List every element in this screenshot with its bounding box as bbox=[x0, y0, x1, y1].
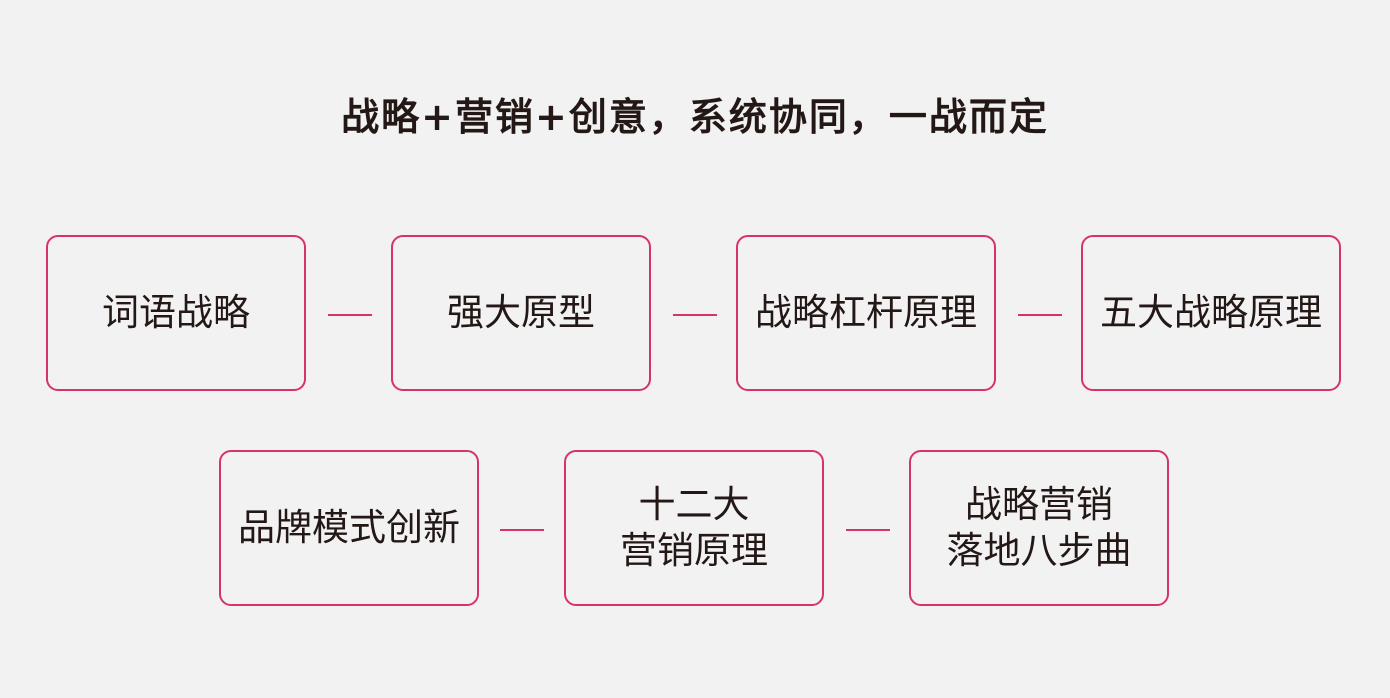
box-label-line-1: 战略营销 bbox=[965, 483, 1113, 526]
box-zhanlue-ganggan: 战略杠杆原理 bbox=[736, 235, 996, 391]
box-shier-yingxiao: 十二大 营销原理 bbox=[564, 450, 824, 606]
box-qiangda-yuanxing: 强大原型 bbox=[391, 235, 651, 391]
connector-line bbox=[846, 529, 890, 531]
box-label-line-2: 营销原理 bbox=[620, 529, 768, 572]
box-ciyu-zhanlue: 词语战略 bbox=[46, 235, 306, 391]
page-title: 战略+营销+创意，系统协同，一战而定 bbox=[341, 95, 1049, 139]
connector-line bbox=[1018, 314, 1062, 316]
box-pinpai-moshi: 品牌模式创新 bbox=[219, 450, 479, 606]
box-label-line-1: 十二大 bbox=[638, 483, 750, 526]
box-label: 战略杠杆原理 bbox=[755, 291, 977, 334]
box-label: 强大原型 bbox=[447, 291, 595, 334]
box-label: 五大战略原理 bbox=[1100, 291, 1322, 334]
connector-line bbox=[500, 529, 544, 531]
connector-line bbox=[328, 314, 372, 316]
box-wuda-zhanlue: 五大战略原理 bbox=[1081, 235, 1341, 391]
connector-line bbox=[673, 314, 717, 316]
box-label: 品牌模式创新 bbox=[238, 506, 460, 549]
box-zhanlue-yingxiao-luodi: 战略营销 落地八步曲 bbox=[909, 450, 1169, 606]
box-label: 词语战略 bbox=[102, 291, 250, 334]
box-label-line-2: 落地八步曲 bbox=[946, 529, 1132, 572]
